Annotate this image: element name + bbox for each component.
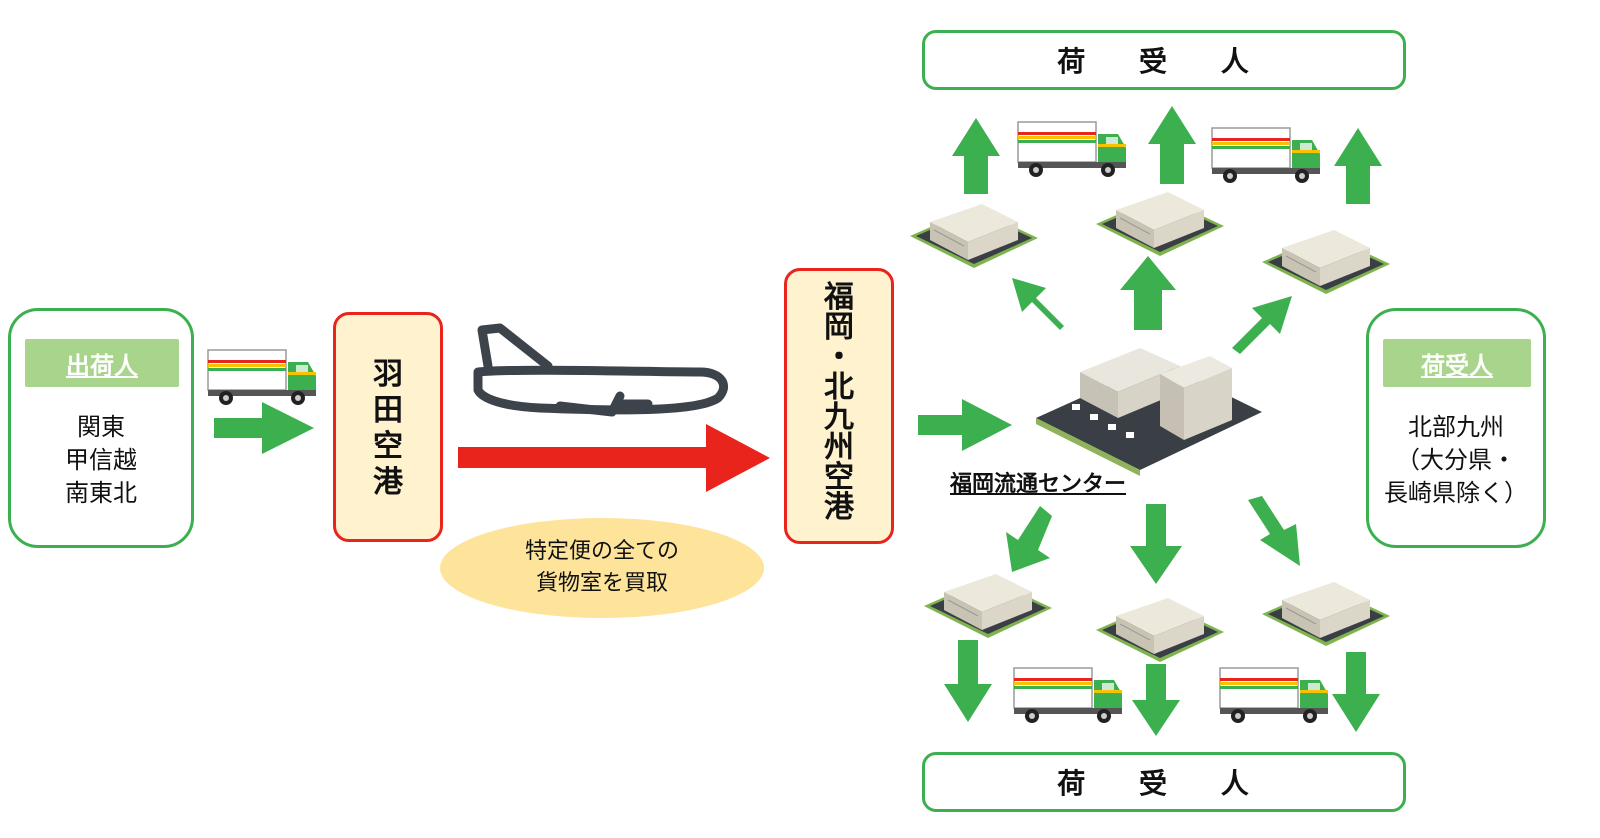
label-char: 空 [373, 429, 403, 464]
arrow-down-icon [1332, 652, 1380, 732]
label-char: 北 [824, 370, 854, 405]
arrow-down-left-icon [1006, 506, 1052, 572]
truck-icon [1013, 667, 1123, 724]
arrow-down-icon [1132, 664, 1180, 736]
shipper-regions: 関東 甲信越 南東北 [11, 411, 191, 510]
label-char: ・ [824, 340, 854, 375]
airplane-icon [473, 323, 728, 417]
region-line: 南東北 [65, 479, 137, 507]
label-char: 岡 [824, 310, 854, 345]
label-char: 州 [824, 430, 854, 465]
shipper-tag: 出荷人 [25, 339, 179, 387]
note-line: 貨物室を買取 [535, 571, 668, 596]
receiver-tag: 荷受人 [1383, 339, 1531, 387]
warehouse-icon [1261, 581, 1391, 647]
label-char: 九 [824, 400, 854, 435]
arrow-up-left-icon [1012, 278, 1064, 330]
receiver-regions: 北部九州 （大分県・ 長崎県除く） [1369, 411, 1543, 510]
truck-icon [1017, 121, 1127, 178]
note-line: 特定便の全ての [524, 539, 679, 564]
warehouse-icon [1261, 229, 1391, 295]
distribution-center-label: 福岡流通センター [950, 472, 1127, 497]
region-line: （大分県・ [1396, 446, 1516, 474]
arrow-up-icon [1334, 128, 1382, 204]
arrow-right-icon [918, 399, 1012, 451]
region-line: 甲信越 [65, 446, 137, 474]
arrow-up-icon [1148, 106, 1196, 184]
label-char: 田 [373, 393, 403, 428]
label-char: 港 [824, 490, 854, 525]
red-arrow-icon [458, 424, 770, 492]
label-char: 港 [373, 465, 403, 500]
arrow-down-right-icon [1248, 496, 1300, 566]
warehouse-icon [909, 203, 1039, 269]
fukuoka-kitakyushu-airport-box: 福 岡 ・ 北 九 州 空 港 [784, 268, 894, 544]
arrow-right-icon [214, 402, 314, 454]
label-char: 空 [824, 460, 854, 495]
warehouse-icon [1095, 191, 1225, 257]
region-line: 北部九州 [1408, 413, 1504, 441]
top-receiver-banner: 荷 受 人 [922, 30, 1406, 90]
label-char: 羽 [373, 357, 403, 392]
charter-note-oval: 特定便の全ての 貨物室を買取 [440, 518, 764, 618]
receiver-box: 荷受人 北部九州 （大分県・ 長崎県除く） [1366, 308, 1546, 548]
arrow-down-icon [1130, 504, 1182, 584]
haneda-airport-box: 羽 田 空 港 [333, 312, 443, 542]
arrow-down-icon [944, 640, 992, 722]
truck-icon [1211, 127, 1321, 184]
truck-icon [207, 349, 317, 406]
arrow-up-icon [1120, 256, 1176, 330]
label-char: 福 [824, 280, 854, 315]
distribution-center-building-icon [1036, 348, 1262, 476]
shipper-box: 出荷人 関東 甲信越 南東北 [8, 308, 194, 548]
warehouse-icon [923, 573, 1053, 639]
region-line: 関東 [77, 413, 125, 441]
haneda-airport-label: 羽 田 空 港 [336, 357, 440, 501]
fukuoka-airport-label: 福 岡 ・ 北 九 州 空 港 [787, 283, 891, 523]
arrow-up-icon [952, 118, 1000, 194]
bottom-receiver-banner: 荷 受 人 [922, 752, 1406, 812]
warehouse-icon [1095, 597, 1225, 663]
region-line: 長崎県除く） [1384, 479, 1528, 507]
truck-icon [1219, 667, 1329, 724]
arrow-up-right-icon [1232, 296, 1292, 354]
